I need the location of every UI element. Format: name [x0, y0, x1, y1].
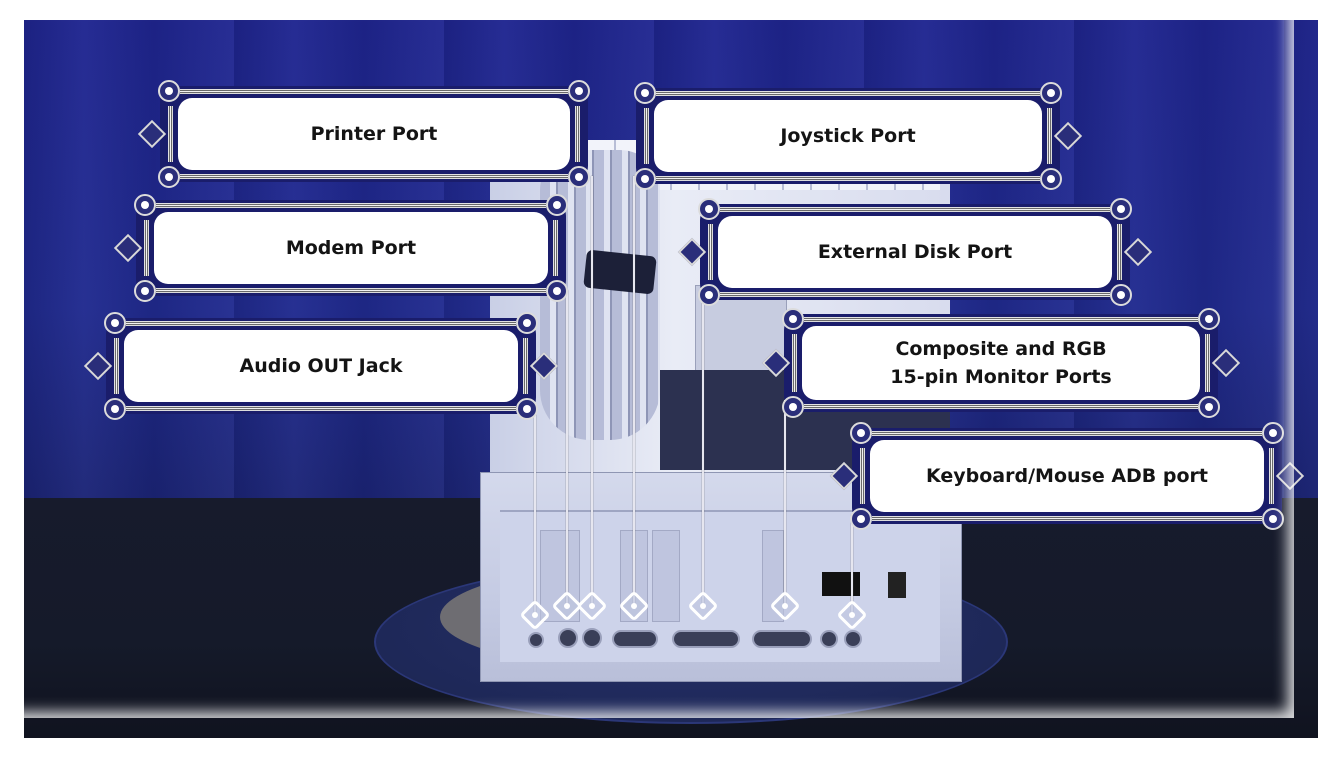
expansion-slot	[652, 530, 680, 622]
leader-line-modem	[566, 290, 568, 606]
label-text-line-2: 15-pin Monitor Ports	[890, 366, 1112, 388]
ornament-icon	[850, 508, 872, 530]
frame-rail	[708, 224, 713, 280]
ornament-icon	[1110, 284, 1132, 306]
frame-rail	[1047, 108, 1052, 164]
ornament-icon	[546, 280, 568, 302]
ornament-icon	[1262, 508, 1284, 530]
monitor-dsub	[752, 630, 812, 648]
ornament-icon	[516, 398, 538, 420]
callout-modem-port: Modem Port	[113, 194, 568, 302]
callout-adb-port: Keyboard/Mouse ADB port	[829, 422, 1305, 530]
frame-rail	[1117, 224, 1122, 280]
frame-rail	[114, 338, 119, 394]
power-switch	[888, 572, 906, 598]
frame-rail	[656, 91, 1040, 96]
frame-rail	[1269, 448, 1274, 504]
ornament-icon	[134, 280, 156, 302]
audio-jack	[528, 632, 544, 648]
callout-joystick-port: Joystick Port	[634, 82, 1083, 190]
frame-rail	[720, 207, 1110, 212]
ornament-icon	[1110, 198, 1132, 220]
frame-rail	[804, 317, 1198, 322]
ornament-icon	[568, 166, 590, 188]
label-text: Audio OUT Jack	[239, 355, 403, 377]
ornament-icon	[546, 194, 568, 216]
label-text: Joystick Port	[780, 125, 916, 147]
frame-rail	[168, 106, 173, 162]
frame-rail	[872, 431, 1262, 436]
ornament-icon	[782, 396, 804, 418]
frame-rail	[553, 220, 558, 276]
ornament-icon	[850, 422, 872, 444]
composite-jack	[820, 630, 838, 648]
ornament-icon	[104, 312, 126, 334]
ornament-icon	[634, 168, 656, 190]
callout-monitor-ports: Composite and RGB 15-pin Monitor Ports	[761, 308, 1241, 418]
label-text: Keyboard/Mouse ADB port	[925, 465, 1209, 487]
ornament-icon	[568, 80, 590, 102]
ornament-icon	[634, 82, 656, 104]
joystick-dsub	[612, 630, 658, 648]
frame-rail	[156, 203, 546, 208]
frame-rail	[792, 334, 797, 392]
power-socket	[822, 572, 860, 596]
frame-rail	[144, 220, 149, 276]
disk-dsub	[672, 630, 740, 648]
leader-line-disk	[702, 290, 704, 606]
leader-line-printer	[591, 176, 593, 606]
ornament-icon	[1198, 396, 1220, 418]
frame-rail	[575, 106, 580, 162]
callout-audio-out-jack: Audio OUT Jack	[83, 312, 559, 420]
ornament-icon	[782, 308, 804, 330]
label-text: Printer Port	[310, 123, 438, 145]
frame-rail	[523, 338, 528, 394]
frame-rail	[656, 176, 1040, 181]
leader-line-joystick	[633, 176, 635, 606]
frame-rail	[180, 89, 568, 94]
leader-line-adb	[851, 515, 853, 613]
ornament-icon	[698, 198, 720, 220]
ornament-icon	[134, 194, 156, 216]
frame-rail	[126, 406, 516, 411]
ornament-icon	[1040, 82, 1062, 104]
leader-line-monitor	[784, 400, 786, 606]
ornament-icon	[158, 166, 180, 188]
ornament-icon	[698, 284, 720, 306]
adb-jack	[844, 630, 862, 648]
frame-rail	[1205, 334, 1210, 392]
frame-rail	[860, 448, 865, 504]
frame-rail	[644, 108, 649, 164]
leader-line-audio	[534, 408, 536, 613]
frame-rail	[872, 516, 1262, 521]
frame-rail	[156, 288, 546, 293]
frame-rail	[720, 292, 1110, 297]
ornament-icon	[516, 312, 538, 334]
frame-rail	[804, 404, 1198, 409]
printer-jack	[582, 628, 602, 648]
label-text: External Disk Port	[817, 241, 1013, 263]
ornament-icon	[1198, 308, 1220, 330]
frame-rail	[126, 321, 516, 326]
modem-jack	[558, 628, 578, 648]
label-text-line-1: Composite and RGB	[895, 338, 1107, 360]
ornament-icon	[104, 398, 126, 420]
cable-strap	[583, 249, 657, 295]
callout-printer-port: Printer Port	[137, 80, 590, 188]
ornament-icon	[158, 80, 180, 102]
frame-rail	[180, 174, 568, 179]
label-text: Modem Port	[285, 237, 417, 259]
ornament-icon	[1262, 422, 1284, 444]
callout-external-disk-port: External Disk Port	[677, 198, 1153, 306]
ornament-icon	[1040, 168, 1062, 190]
